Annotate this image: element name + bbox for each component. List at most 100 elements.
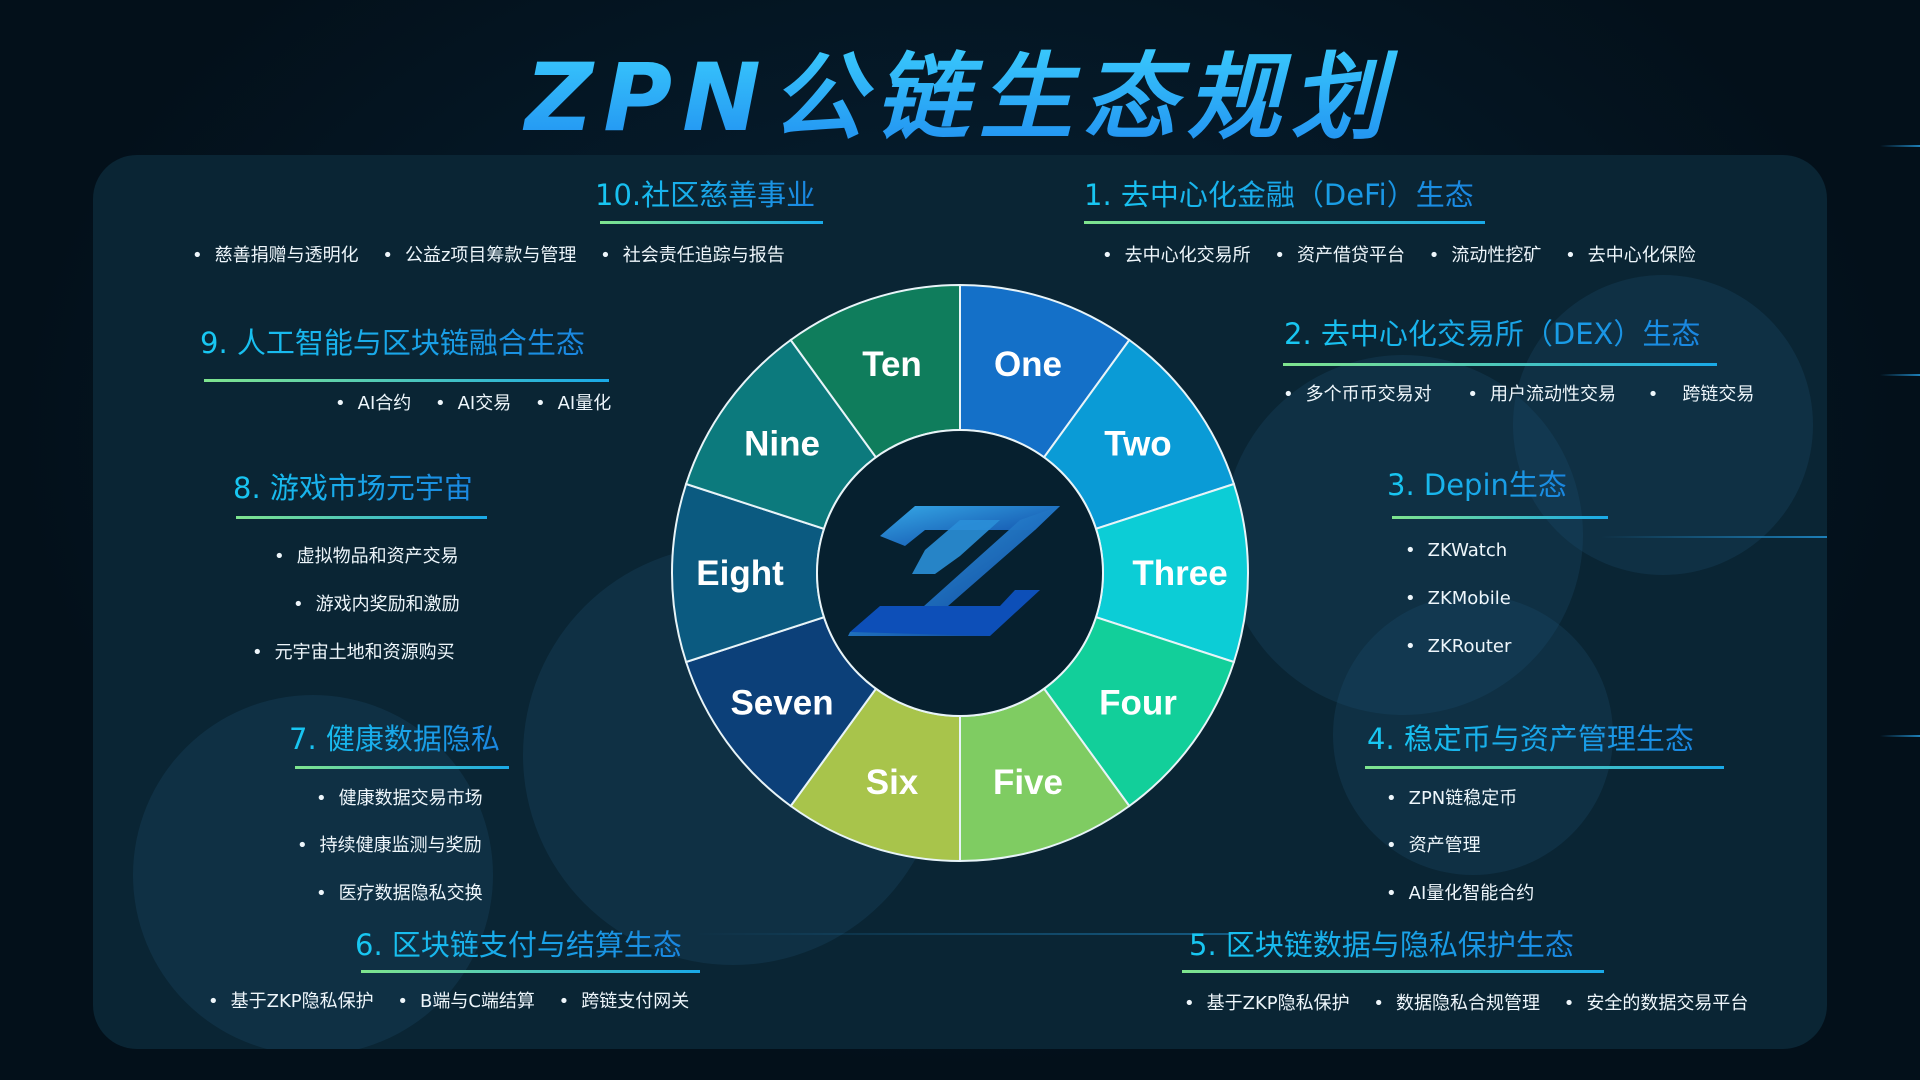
list-item: 跨链支付网关 [581, 991, 690, 1012]
bullet-row: •去中心化交易所 •资产借贷平台 •流动性挖矿 •去中心化保险 [1102, 245, 1696, 266]
section-6: 6. 区块链支付与结算生态 [355, 922, 682, 964]
title-underline [1182, 970, 1604, 973]
list-item: 用户流动性交易 [1489, 384, 1616, 405]
section-title: 6. 区块链支付与结算生态 [355, 922, 682, 964]
zpn-z-logo-icon [848, 506, 1060, 636]
decor-line [693, 933, 1233, 935]
list-item: •游戏内奖励和激励 [293, 594, 460, 615]
page-title: ZPN公链生态规划 [0, 22, 1920, 158]
list-item-text: 元宇宙土地和资源购买 [274, 642, 455, 663]
wheel-label: Two [1104, 425, 1171, 464]
list-item: AI量化 [557, 393, 612, 414]
list-item-text: 医疗数据隐私交换 [338, 883, 483, 904]
title-underline [236, 516, 487, 519]
list-item: •持续健康监测与奖励 [297, 835, 482, 856]
list-item: AI合约 [357, 393, 412, 414]
list-item: •医疗数据隐私交换 [316, 883, 483, 904]
title-underline [1365, 766, 1724, 769]
section-5: 5. 区块链数据与隐私保护生态 [1189, 922, 1574, 964]
wheel-label: Ten [862, 345, 922, 384]
section-8: 8. 游戏市场元宇宙 [233, 465, 473, 507]
list-item: •资产管理 [1386, 835, 1481, 856]
list-item: 流动性挖矿 [1451, 245, 1542, 266]
section-title: 9. 人工智能与区块链融合生态 [200, 320, 585, 362]
list-item: 基于ZKP隐私保护 [1206, 993, 1350, 1014]
bullet-row: •慈善捐赠与透明化 •公益z项目筹款与管理 •社会责任追踪与报告 [192, 245, 785, 266]
list-item-text: ZKWatch [1427, 540, 1508, 561]
section-10: 10.社区慈善事业 [595, 172, 815, 214]
section-title: 4. 稳定币与资产管理生态 [1367, 716, 1694, 758]
list-item: 安全的数据交易平台 [1586, 993, 1749, 1014]
list-item: •ZPN链稳定币 [1386, 788, 1518, 809]
bullet-row: •AI合约 •AI交易 •AI量化 [335, 393, 612, 414]
list-item: •健康数据交易市场 [316, 788, 483, 809]
decor-bubble [1513, 275, 1813, 575]
decor-line [1601, 536, 1827, 538]
decor-bubble [1333, 595, 1613, 875]
section-7: 7. 健康数据隐私 [289, 716, 500, 758]
section-4: 4. 稳定币与资产管理生态 [1367, 716, 1694, 758]
list-item-text: ZKRouter [1427, 636, 1512, 657]
section-3: 3. Depin生态 [1387, 462, 1567, 504]
title-underline [204, 379, 609, 382]
list-item-text: 虚拟物品和资产交易 [296, 546, 459, 567]
list-item: B端与C端结算 [419, 991, 535, 1012]
section-title: 8. 游戏市场元宇宙 [233, 465, 473, 507]
section-title: 1. 去中心化金融（DeFi）生态 [1084, 172, 1474, 214]
list-item: 多个币币交易对 [1305, 384, 1432, 405]
bullet-row: •基于ZKP隐私保护 •数据隐私合规管理 •安全的数据交易平台 [1184, 993, 1749, 1014]
title-underline [361, 970, 700, 973]
decor-line [1880, 145, 1920, 147]
list-item: 慈善捐赠与透明化 [214, 245, 359, 266]
wheel-label: Nine [744, 425, 820, 464]
decor-line [1880, 374, 1920, 376]
list-item: 数据隐私合规管理 [1395, 993, 1540, 1014]
list-item: 基于ZKP隐私保护 [230, 991, 374, 1012]
list-item: •AI量化智能合约 [1386, 883, 1535, 904]
section-title: 7. 健康数据隐私 [289, 716, 500, 758]
list-item-text: ZKMobile [1427, 588, 1511, 609]
title-underline [1084, 221, 1485, 224]
bullet-row: •多个币币交易对 •用户流动性交易 •跨链交易 [1283, 384, 1755, 405]
list-item: •ZKRouter [1405, 636, 1512, 657]
list-item: 公益z项目筹款与管理 [404, 245, 577, 266]
decor-bubble [133, 695, 493, 1049]
wheel-label: Five [993, 763, 1063, 802]
section-9: 9. 人工智能与区块链融合生态 [200, 320, 585, 362]
section-title: 10.社区慈善事业 [595, 172, 815, 214]
title-underline [600, 221, 823, 224]
list-item: 去中心化交易所 [1124, 245, 1251, 266]
list-item-text: ZPN链稳定币 [1408, 788, 1518, 809]
section-1: 1. 去中心化金融（DeFi）生态 [1084, 172, 1474, 214]
title-underline [1283, 363, 1717, 366]
section-title: 3. Depin生态 [1387, 462, 1567, 504]
section-title: 5. 区块链数据与隐私保护生态 [1189, 922, 1574, 964]
list-item: •虚拟物品和资产交易 [274, 546, 459, 567]
wheel-label: Eight [696, 554, 784, 593]
bullet-row: •基于ZKP隐私保护 •B端与C端结算 •跨链支付网关 [208, 991, 690, 1012]
decor-bubble [1223, 355, 1583, 715]
list-item: •元宇宙土地和资源购买 [252, 642, 455, 663]
decor-line [1880, 735, 1920, 737]
list-item: 去中心化保险 [1587, 245, 1696, 266]
list-item-text: AI量化智能合约 [1408, 883, 1535, 904]
title-underline [1392, 516, 1608, 519]
list-item-text: 游戏内奖励和激励 [315, 594, 460, 615]
wheel-label: Six [866, 763, 919, 802]
wheel-center [816, 429, 1104, 717]
section-2: 2. 去中心化交易所（DEX）生态 [1284, 311, 1700, 353]
list-item-text: 健康数据交易市场 [338, 788, 483, 809]
list-item: •ZKMobile [1405, 588, 1511, 609]
wheel-label: One [994, 345, 1062, 384]
wheel-label: Four [1099, 683, 1177, 722]
wheel-label: Three [1132, 554, 1227, 593]
list-item: 资产借贷平台 [1296, 245, 1405, 266]
list-item-text: 持续健康监测与奖励 [319, 835, 482, 856]
list-item-text: 资产管理 [1408, 835, 1481, 856]
list-item: •ZKWatch [1405, 540, 1508, 561]
list-item: 跨链交易 [1682, 384, 1755, 405]
list-item: AI交易 [457, 393, 512, 414]
section-title: 2. 去中心化交易所（DEX）生态 [1284, 311, 1700, 353]
list-item: 社会责任追踪与报告 [622, 245, 785, 266]
